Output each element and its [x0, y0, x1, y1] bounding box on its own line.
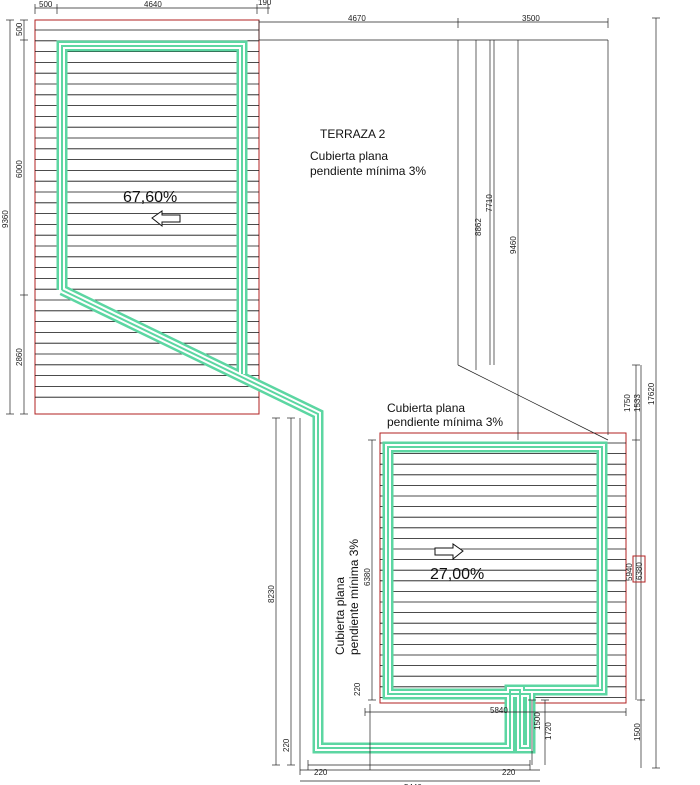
dim-v-9460: 9460 — [509, 236, 518, 254]
dim-b-1500: 1500 — [533, 712, 542, 730]
dim-inner-220: 220 — [353, 682, 362, 696]
percentage-left: 67,60% — [123, 189, 177, 206]
left-slats — [35, 29, 259, 398]
roof-mid-line1: Cubierta plana — [387, 401, 465, 415]
roof-mid-line2: pendiente mínima 3% — [387, 415, 503, 429]
dim-r-17620: 17620 — [647, 382, 656, 405]
dim-left-9360: 9360 — [1, 210, 10, 228]
dim-left-2860: 2860 — [15, 348, 24, 366]
dim-v-8862: 8862 — [474, 218, 483, 236]
dim-b-220-a: 220 — [314, 768, 328, 777]
dim-r-5940: 5940 — [625, 563, 634, 581]
dim-b-1720: 1720 — [544, 722, 553, 740]
dim-top-3500: 3500 — [522, 14, 540, 23]
dim-b-220-b: 220 — [502, 768, 516, 777]
roof-upper-line1: Cubierta plana — [310, 149, 388, 163]
dim-v-8230: 8230 — [267, 585, 276, 603]
right-slats — [380, 442, 626, 698]
pipe-center — [61, 45, 603, 749]
dim-left-6000: 6000 — [15, 160, 24, 178]
dim-left-500: 500 — [15, 22, 24, 36]
dim-top-4670: 4670 — [348, 14, 366, 23]
dim-v-7710: 7710 — [485, 194, 494, 212]
arrow-right-icon — [434, 543, 464, 561]
dim-r-1533: 1533 — [633, 394, 642, 412]
right-area-outline — [379, 432, 627, 704]
dim-top-500: 500 — [39, 0, 53, 9]
dim-r-1500: 1500 — [633, 723, 642, 741]
dimension-lines — [6, 4, 660, 782]
dim-bottom-5840: 5840 — [490, 706, 508, 715]
terrace-title: TERRAZA 2 — [320, 127, 386, 141]
percentage-right: 27,00% — [430, 566, 484, 583]
heating-pipe — [56, 40, 608, 754]
dim-v-220-left: 220 — [282, 738, 291, 752]
red-marker — [632, 555, 646, 583]
dim-r-6380: 6380 — [635, 562, 644, 580]
roof-vert-line1: Cubierta plana — [333, 577, 347, 655]
left-area-outline — [34, 19, 260, 415]
right-slat-area — [379, 432, 627, 704]
roof-upper-line2: pendiente mínima 3% — [310, 164, 426, 178]
arrow-left-icon — [151, 210, 181, 228]
dim-inner-6380: 6380 — [363, 568, 372, 586]
dim-b-5440: 5440 — [404, 783, 422, 785]
left-slat-area — [34, 19, 260, 415]
dim-top-190: 190 — [258, 0, 272, 7]
roof-vert-line2: pendiente mínima 3% — [347, 539, 361, 655]
dim-r-1750: 1750 — [623, 394, 632, 412]
dim-top-4640: 4640 — [144, 0, 162, 9]
guide-lines — [258, 20, 609, 771]
